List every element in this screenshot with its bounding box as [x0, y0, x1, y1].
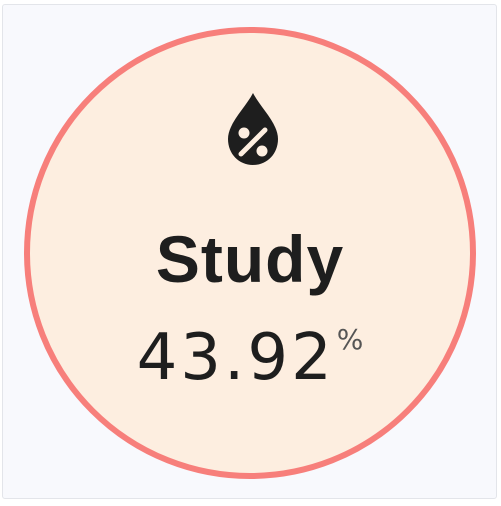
metric-gauge-circle: Study 43.92%: [24, 27, 476, 479]
metric-unit: %: [336, 323, 364, 356]
metric-card[interactable]: Study 43.92%: [2, 4, 497, 499]
metric-label: Study: [155, 222, 345, 296]
metric-value-row: 43.92%: [30, 318, 470, 398]
metric-value: 43.92: [136, 321, 335, 395]
water-percent-icon: [228, 93, 278, 165]
